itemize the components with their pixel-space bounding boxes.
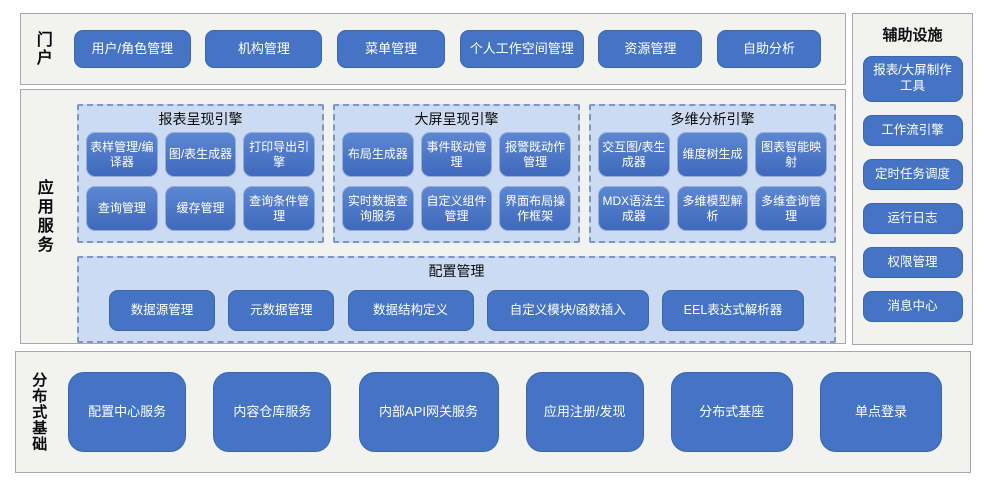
bigscreen-box-layout-generator: 布局生成器 <box>342 132 414 177</box>
bigscreen-box-event-linkage-mgmt: 事件联动管理 <box>420 132 493 177</box>
bigscreen-engine-title: 大屏呈现引擎 <box>414 111 499 127</box>
aux-box-workflow-engine: 工作流引擎 <box>862 115 963 146</box>
report-engine-grid: 表样管理/编译器 图/表生成器 打印导出引擎 查询管理 缓存管理 查询条件管理 <box>86 132 315 231</box>
olap-box-multidim-model-parsing: 多维模型解析 <box>676 186 749 231</box>
bigscreen-engine-panel: 大屏呈现引擎 布局生成器 事件联动管理 报警既动作管理 实时数据查询服务 自定义… <box>333 104 580 243</box>
portal-row: 用户/角色管理 机构管理 菜单管理 个人工作空间管理 资源管理 自助分析 <box>50 30 845 68</box>
olap-engine-title: 多维分析引擎 <box>670 111 755 127</box>
aux-box-scheduled-task: 定时任务调度 <box>862 159 963 190</box>
olap-engine-grid: 交互图/表生成器 维度树生成 图表智能映射 MDX语法生成器 多维模型解析 多维… <box>598 132 827 231</box>
dist-box-app-registration-discovery: 应用注册/发现 <box>525 372 644 452</box>
bigscreen-box-realtime-data-query: 实时数据查询服务 <box>342 186 414 231</box>
portal-box-self-service-analysis: 自助分析 <box>717 30 821 68</box>
config-box-data-structure-definition: 数据结构定义 <box>347 290 474 331</box>
report-box-query-condition-mgmt: 查询条件管理 <box>243 186 315 231</box>
aux-box-message-center: 消息中心 <box>862 291 963 322</box>
report-box-cache-mgmt: 缓存管理 <box>164 186 237 231</box>
dist-box-single-sign-on: 单点登录 <box>819 372 942 452</box>
config-mgmt-title: 配置管理 <box>428 263 485 279</box>
dist-box-content-repository-service: 内容仓库服务 <box>213 372 332 452</box>
report-box-print-export-engine: 打印导出引擎 <box>243 132 315 177</box>
config-mgmt-panel: 配置管理 数据源管理 元数据管理 数据结构定义 自定义模块/函数插入 EEL表达… <box>77 256 836 343</box>
auxiliary-column: 报表/大屏制作工具 工作流引擎 定时任务调度 运行日志 权限管理 消息中心 <box>853 56 972 322</box>
config-box-custom-module-function-insert: 自定义模块/函数插入 <box>486 290 649 331</box>
portal-box-personal-workspace-mgmt: 个人工作空间管理 <box>459 30 584 68</box>
config-box-metadata-mgmt: 元数据管理 <box>228 290 335 331</box>
config-box-eel-expression-parser: EEL表达式解析器 <box>662 290 804 331</box>
auxiliary-section-title: 辅助设施 <box>882 27 943 44</box>
bigscreen-engine-grid: 布局生成器 事件联动管理 报警既动作管理 实时数据查询服务 自定义组件管理 界面… <box>342 132 571 231</box>
portal-section: 门户 用户/角色管理 机构管理 菜单管理 个人工作空间管理 资源管理 自助分析 <box>20 13 846 85</box>
report-box-style-mgmt-compiler: 表样管理/编译器 <box>86 132 158 177</box>
olap-box-chart-smart-mapping: 图表智能映射 <box>755 132 827 177</box>
distributed-foundation-section: 分布式基础 配置中心服务 内容仓库服务 内部API网关服务 应用注册/发现 分布… <box>15 351 971 473</box>
report-box-query-mgmt: 查询管理 <box>86 186 158 231</box>
config-mgmt-row: 数据源管理 元数据管理 数据结构定义 自定义模块/函数插入 EEL表达式解析器 <box>79 290 834 331</box>
application-services-section: 应用服务 报表呈现引擎 表样管理/编译器 图/表生成器 打印导出引擎 查询管理 … <box>20 89 846 344</box>
config-box-datasource-mgmt: 数据源管理 <box>109 290 215 331</box>
distributed-foundation-label: 分布式基础 <box>30 372 48 452</box>
application-services-content: 报表呈现引擎 表样管理/编译器 图/表生成器 打印导出引擎 查询管理 缓存管理 … <box>77 104 836 343</box>
dist-box-config-center-service: 配置中心服务 <box>68 372 187 452</box>
bigscreen-box-alarm-action-mgmt: 报警既动作管理 <box>499 132 571 177</box>
report-engine-title: 报表呈现引擎 <box>158 111 243 127</box>
distributed-foundation-row: 配置中心服务 内容仓库服务 内部API网关服务 应用注册/发现 分布式基座 单点… <box>46 372 970 452</box>
olap-box-mdx-syntax-generator: MDX语法生成器 <box>598 186 670 231</box>
aux-box-run-log: 运行日志 <box>862 203 963 234</box>
portal-box-menu-mgmt: 菜单管理 <box>337 30 446 68</box>
olap-box-dimension-tree-generation: 维度树生成 <box>676 132 749 177</box>
portal-box-org-mgmt: 机构管理 <box>205 30 323 68</box>
report-box-chart-table-generator: 图/表生成器 <box>164 132 237 177</box>
dist-box-internal-api-gateway-service: 内部API网关服务 <box>358 372 499 452</box>
olap-box-interactive-chart-generator: 交互图/表生成器 <box>598 132 670 177</box>
portal-box-resource-mgmt: 资源管理 <box>598 30 703 68</box>
report-engine-panel: 报表呈现引擎 表样管理/编译器 图/表生成器 打印导出引擎 查询管理 缓存管理 … <box>77 104 324 243</box>
olap-engine-panel: 多维分析引擎 交互图/表生成器 维度树生成 图表智能映射 MDX语法生成器 多维… <box>589 104 836 243</box>
aux-box-report-bigscreen-tool: 报表/大屏制作工具 <box>862 56 963 102</box>
aux-box-permission-mgmt: 权限管理 <box>862 247 963 278</box>
portal-box-user-role-mgmt: 用户/角色管理 <box>73 30 191 68</box>
auxiliary-section: 辅助设施 报表/大屏制作工具 工作流引擎 定时任务调度 运行日志 权限管理 消息… <box>852 13 973 345</box>
portal-section-label: 门户 <box>33 31 51 67</box>
bigscreen-box-ui-layout-framework: 界面布局操作框架 <box>499 186 571 231</box>
engine-panels-row: 报表呈现引擎 表样管理/编译器 图/表生成器 打印导出引擎 查询管理 缓存管理 … <box>77 104 836 243</box>
application-services-label: 应用服务 <box>34 178 52 255</box>
bigscreen-box-custom-component-mgmt: 自定义组件管理 <box>420 186 493 231</box>
dist-box-distributed-base: 分布式基座 <box>670 372 793 452</box>
olap-box-multidim-query-mgmt: 多维查询管理 <box>755 186 827 231</box>
